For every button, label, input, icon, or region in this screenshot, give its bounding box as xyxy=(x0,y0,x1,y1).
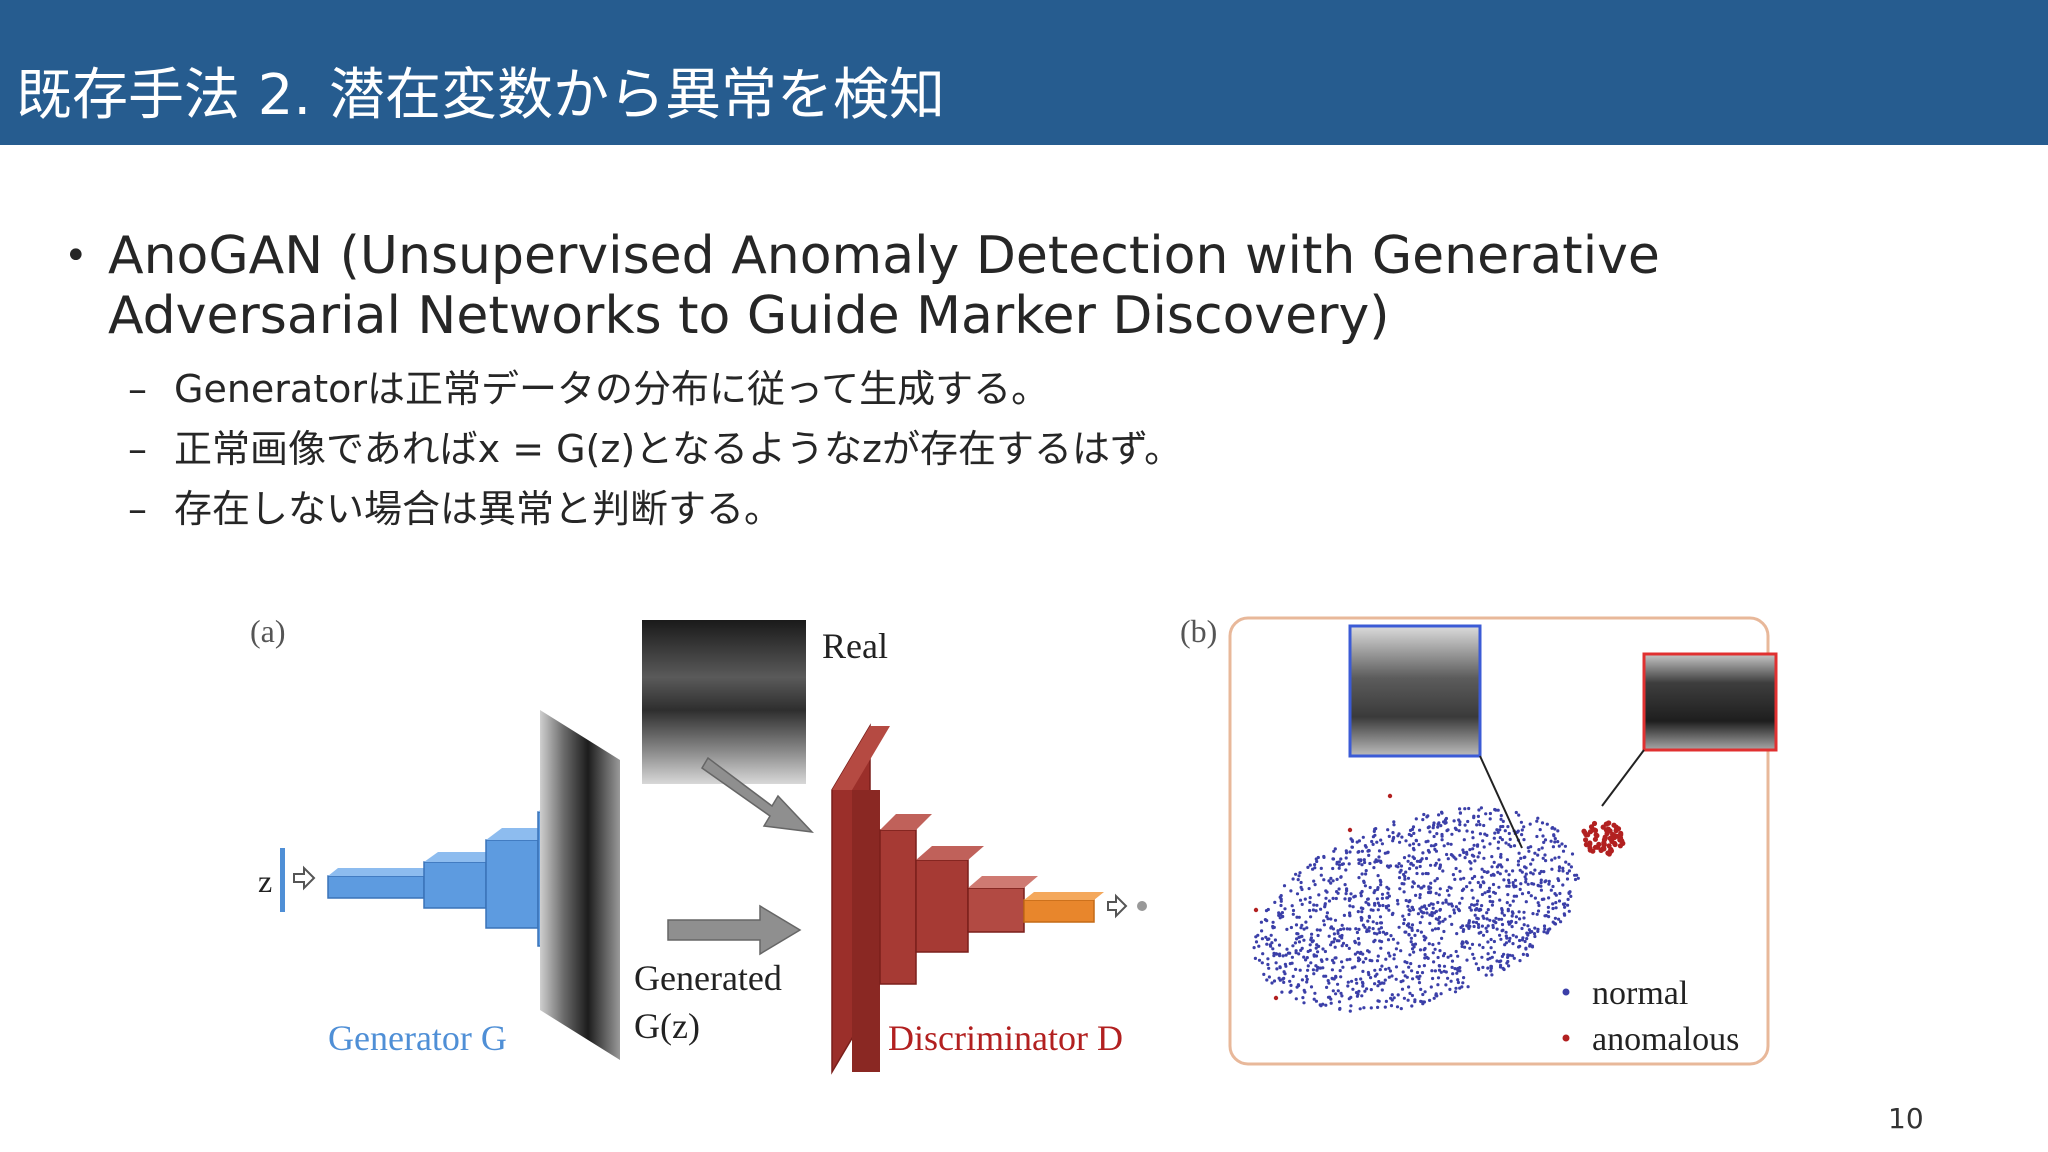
normal-sample-image xyxy=(1348,624,1482,758)
output-node xyxy=(1137,901,1147,911)
bullet-anogan-text: AnoGAN (Unsupervised Anomaly Detection w… xyxy=(108,226,1660,346)
slide-title: 既存手法 2. 潜在変数から異常を検知 xyxy=(16,63,946,128)
subbullet-1: – Generatorは正常データの分布に従って生成する。 xyxy=(64,364,1964,414)
z-arrow-icon xyxy=(293,865,316,891)
legend-anomalous: anomalous xyxy=(1592,1021,1739,1058)
slide-header: 既存手法 2. 潜在変数から異常を検知 xyxy=(0,0,2048,145)
real-label: Real xyxy=(822,626,888,666)
subbullet-3: – 存在しない場合は異常と判断する。 xyxy=(64,484,1964,534)
latent-point-cloud xyxy=(1252,793,1626,1013)
z-label: z xyxy=(258,863,272,899)
generator-label: Generator G xyxy=(328,1018,507,1058)
subbullet-2: – 正常画像であればx = G(z)となるようなzが存在するはず。 xyxy=(64,424,1964,474)
generated-arrow-icon xyxy=(667,904,802,956)
output-arrow-icon xyxy=(1107,893,1128,919)
subbullet-3-text: 存在しない場合は異常と判断する。 xyxy=(174,487,783,531)
real-image xyxy=(642,620,806,784)
bullet-anogan: • AnoGAN (Unsupervised Anomaly Detection… xyxy=(64,226,1964,346)
gz-label: G(z) xyxy=(634,1006,700,1046)
panel-a-label: (a) xyxy=(250,613,286,649)
legend-normal: normal xyxy=(1592,975,1688,1012)
z-vector xyxy=(280,848,285,912)
bullet-dot-icon: • xyxy=(64,233,88,279)
real-arrow-icon xyxy=(700,756,814,834)
discriminator-label: Discriminator D xyxy=(888,1018,1123,1058)
anomalous-sample-image xyxy=(1642,652,1778,752)
discriminator-network xyxy=(831,723,1104,1075)
bullet-list: • AnoGAN (Unsupervised Anomaly Detection… xyxy=(64,226,1964,534)
anogan-figure: (a) z Generator G Real Generated G(z) xyxy=(250,613,1778,1075)
subbullet-2-text: 正常画像であればx = G(z)となるようなzが存在するはず。 xyxy=(174,427,1183,471)
generated-label: Generated xyxy=(634,958,782,998)
generator-output-image xyxy=(540,710,620,1060)
dash-icon: – xyxy=(128,487,147,531)
dash-icon: – xyxy=(128,427,147,471)
panel-b-label: (b) xyxy=(1180,613,1217,649)
dash-icon: – xyxy=(128,367,147,411)
subbullet-1-text: Generatorは正常データの分布に従って生成する。 xyxy=(174,367,1050,411)
legend-anomalous-dot xyxy=(1562,1034,1570,1042)
legend-normal-dot xyxy=(1562,988,1570,996)
page-number: 10 xyxy=(1888,1102,1924,1135)
anomalous-pointer-line xyxy=(1601,749,1645,807)
normal-pointer-line xyxy=(1479,755,1523,849)
